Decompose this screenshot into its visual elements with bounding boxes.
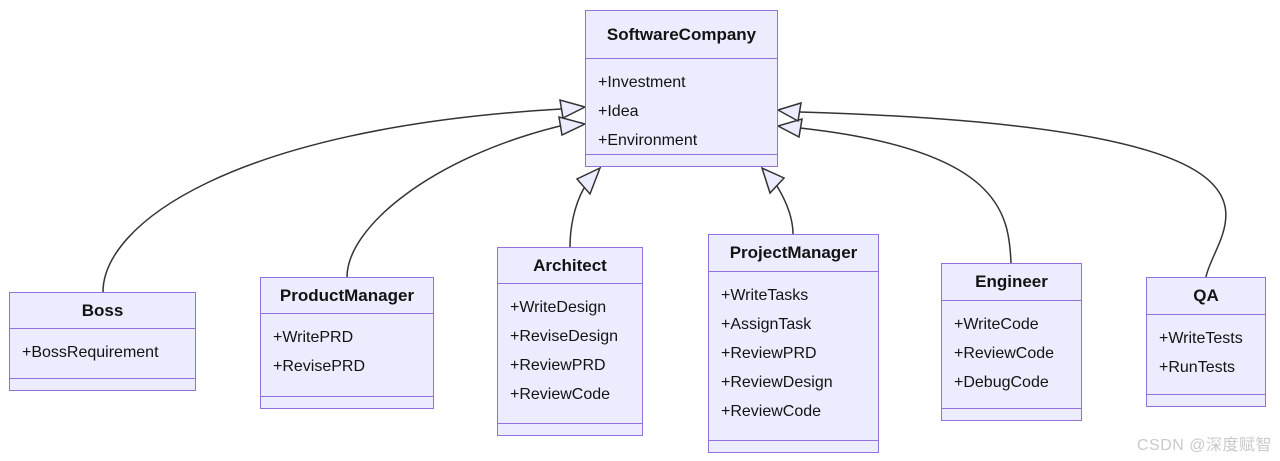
class-box-projectmanager: ProjectManager +WriteTasks +AssignTask +… — [708, 234, 879, 453]
inheritance-edge-boss — [102, 108, 562, 293]
class-attribute: +RunTests — [1159, 359, 1236, 376]
class-attributes: +WriteCode +ReviewCode +DebugCode — [942, 301, 1081, 408]
class-box-boss: Boss +BossRequirement — [9, 292, 196, 391]
class-attributes: +BossRequirement — [10, 329, 195, 378]
class-attributes: +Investment +Idea +Environment — [586, 59, 777, 154]
class-attributes: +WriteDesign +ReviseDesign +ReviewPRD +R… — [498, 284, 642, 423]
class-attribute: +WritePRD — [273, 329, 354, 346]
inheritance-edge-engineer — [799, 127, 1012, 264]
class-attribute: +RevisePRD — [273, 358, 366, 375]
class-attribute: +ReviewPRD — [721, 345, 817, 362]
class-attribute: +DebugCode — [954, 374, 1049, 391]
class-attribute: +ReviewDesign — [721, 374, 833, 391]
inheritance-arrowhead-architect — [575, 166, 602, 196]
class-methods-empty — [942, 408, 1081, 420]
class-attribute: +ReviewPRD — [510, 357, 606, 374]
class-box-qa: QA +WriteTests +RunTests — [1146, 277, 1266, 407]
class-attribute: +WriteDesign — [510, 299, 607, 316]
class-box-productmanager: ProductManager +WritePRD +RevisePRD — [260, 277, 434, 409]
inheritance-arrowhead-boss — [559, 98, 588, 120]
inheritance-edge-productmanager — [346, 125, 561, 278]
class-attribute: +Idea — [598, 103, 639, 120]
class-attribute: +ReviewCode — [721, 403, 822, 420]
class-attribute: +ReviseDesign — [510, 328, 619, 345]
class-title: SoftwareCompany — [586, 11, 777, 59]
class-attribute: +BossRequirement — [22, 344, 159, 361]
class-attribute: +WriteCode — [954, 316, 1039, 333]
class-title: ProductManager — [261, 278, 433, 314]
class-title: ProjectManager — [709, 235, 878, 272]
class-box-softwarecompany: SoftwareCompany +Investment +Idea +Envir… — [585, 10, 778, 167]
class-methods-empty — [10, 378, 195, 390]
class-attributes: +WriteTasks +AssignTask +ReviewPRD +Revi… — [709, 272, 878, 440]
class-title: Boss — [10, 293, 195, 329]
class-title: Architect — [498, 248, 642, 284]
class-attribute: +AssignTask — [721, 316, 812, 333]
class-attribute: +WriteTasks — [721, 287, 809, 304]
class-methods-empty — [586, 154, 777, 166]
class-box-architect: Architect +WriteDesign +ReviseDesign +Re… — [497, 247, 643, 436]
watermark-text: CSDN @深度赋智 — [1136, 437, 1272, 454]
class-attribute: +ReviewCode — [954, 345, 1055, 362]
inheritance-arrowhead-engineer — [776, 117, 803, 139]
class-attribute: +Investment — [598, 74, 686, 91]
class-attribute: +Environment — [598, 132, 698, 149]
class-methods-empty — [261, 396, 433, 408]
class-box-engineer: Engineer +WriteCode +ReviewCode +DebugCo… — [941, 263, 1082, 421]
class-title: QA — [1147, 278, 1265, 315]
inheritance-edge-qa — [799, 111, 1227, 278]
class-methods-empty — [709, 440, 878, 452]
inheritance-edge-projectmanager — [776, 185, 794, 235]
inheritance-arrowhead-projectmanager — [760, 166, 786, 195]
class-title: Engineer — [942, 264, 1081, 301]
class-attributes: +WriteTests +RunTests — [1147, 315, 1265, 394]
class-attributes: +WritePRD +RevisePRD — [261, 314, 433, 396]
inheritance-edge-architect — [569, 187, 585, 248]
inheritance-arrowhead-qa — [776, 101, 802, 123]
class-attribute: +WriteTests — [1159, 330, 1243, 347]
inheritance-arrowhead-productmanager — [558, 115, 588, 137]
class-attribute: +ReviewCode — [510, 386, 611, 403]
class-methods-empty — [1147, 394, 1265, 406]
class-methods-empty — [498, 423, 642, 435]
